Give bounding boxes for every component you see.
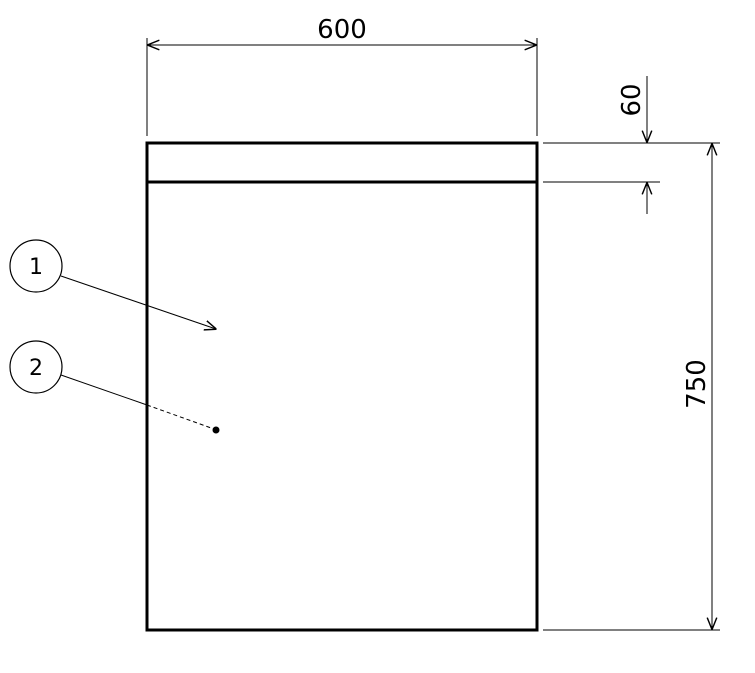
callout-2-point — [212, 426, 220, 434]
callout-2-leader-hidden — [146, 404, 215, 430]
width-dimension: 600 — [146, 15, 538, 136]
panel — [145, 141, 539, 632]
top-strip-dimension: 60 — [543, 76, 660, 214]
callout-1-bubble — [9, 239, 63, 293]
panel-outline — [145, 141, 539, 632]
callout-2: 2 — [9, 340, 220, 434]
callout-1-label: 1 — [29, 255, 43, 280]
callout-2-leader-solid — [60, 374, 148, 406]
width-dimension-label: 600 — [317, 15, 367, 45]
callout-2-bubble — [9, 340, 63, 394]
callout-1-leader — [60, 275, 216, 329]
height-dimension: 750 — [543, 142, 720, 631]
callout-1: 1 — [9, 239, 216, 329]
height-dimension-label: 750 — [682, 359, 712, 409]
top-strip-dimension-label: 60 — [617, 83, 647, 116]
callout-2-label: 2 — [29, 356, 43, 381]
